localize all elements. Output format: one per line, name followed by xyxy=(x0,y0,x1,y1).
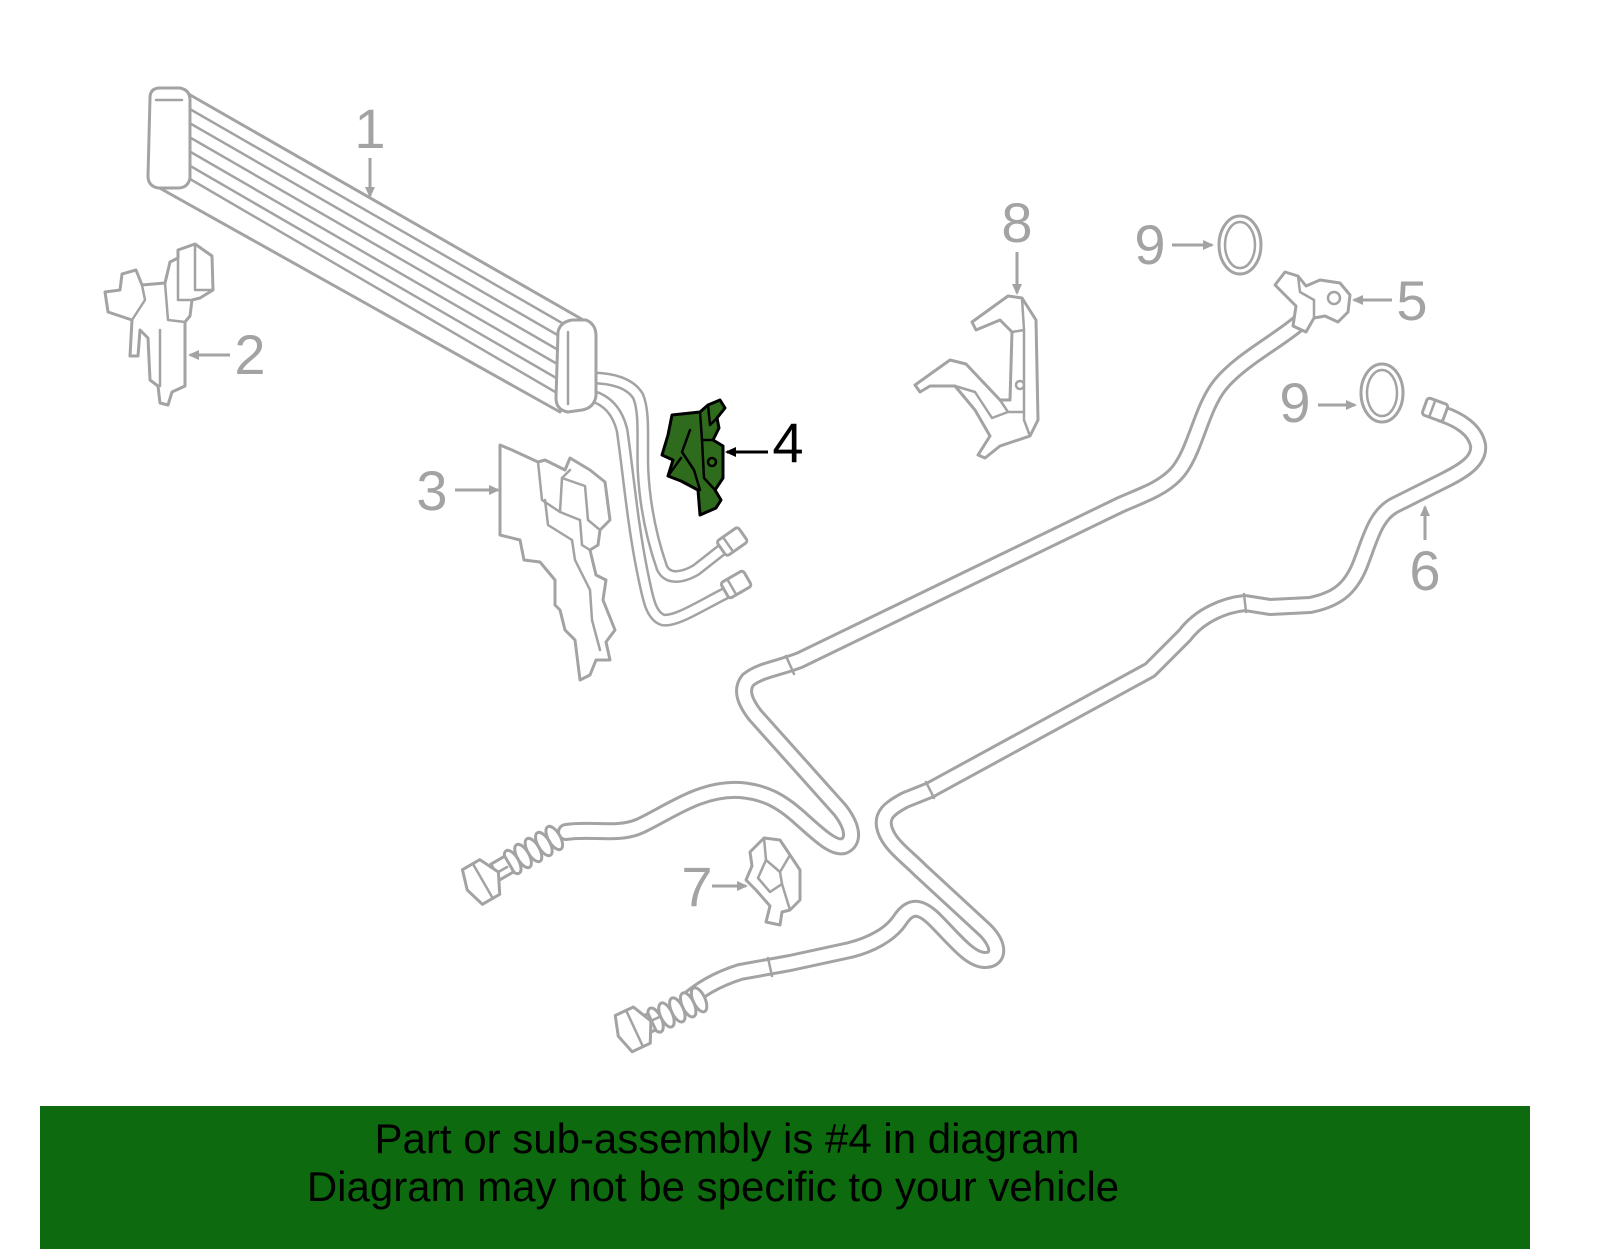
callout-8: 8 xyxy=(1001,191,1032,254)
callout-1: 1 xyxy=(354,97,385,160)
part-5-hose-drawing xyxy=(460,270,1352,906)
part-1-drawing xyxy=(146,86,753,627)
callout-7: 7 xyxy=(681,855,712,918)
callout-9-lower: 9 xyxy=(1279,371,1310,434)
part-4-drawing-highlighted xyxy=(660,398,727,517)
part-3-drawing xyxy=(498,443,617,682)
banner-line-part-number: Part or sub-assembly is #4 in diagram xyxy=(375,1115,1080,1162)
callout-9-upper: 9 xyxy=(1134,213,1165,276)
part-8-drawing xyxy=(913,294,1040,460)
banner-line-disclaimer: Diagram may not be specific to your vehi… xyxy=(307,1163,1119,1210)
part-9-o-ring-upper xyxy=(1217,214,1263,276)
info-banner: Part or sub-assembly is #4 in diagram Di… xyxy=(40,1106,1530,1249)
banner-background xyxy=(40,1106,1530,1249)
part-6-hose-drawing xyxy=(613,396,1488,1054)
callout-2: 2 xyxy=(234,323,265,386)
part-2-drawing xyxy=(103,242,215,407)
part-9-o-ring-lower xyxy=(1359,362,1405,424)
callout-3: 3 xyxy=(416,459,447,522)
callout-6: 6 xyxy=(1409,539,1440,602)
part-7-drawing xyxy=(744,836,802,927)
callout-4: 4 xyxy=(772,411,803,474)
callout-5: 5 xyxy=(1396,269,1427,332)
